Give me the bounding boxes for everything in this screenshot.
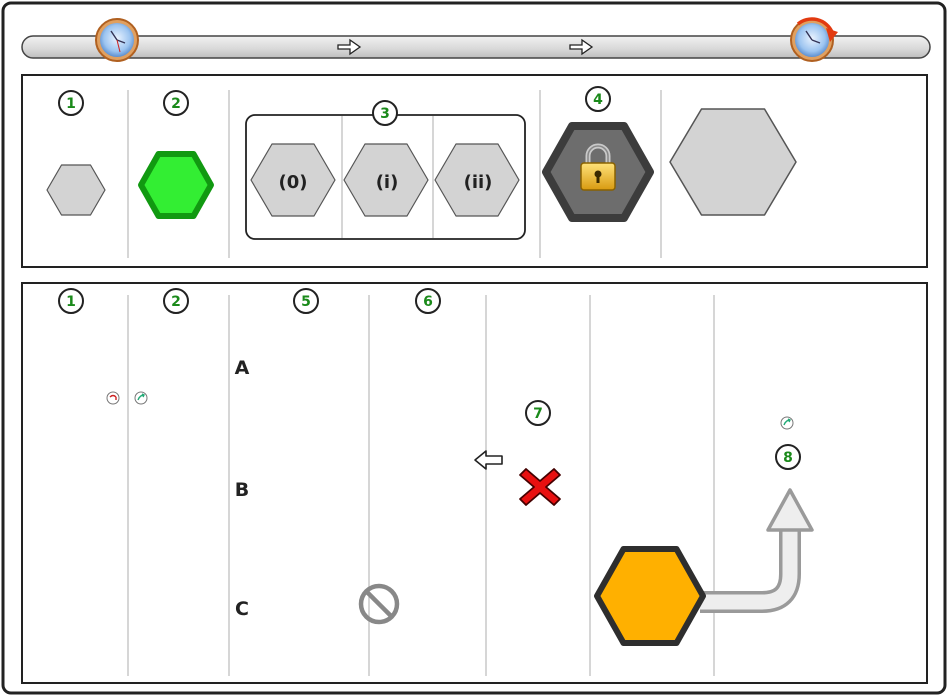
small-arrow-icon <box>106 391 120 405</box>
badge-number: 2 <box>171 96 181 112</box>
badge-step-2: 2 <box>163 90 189 116</box>
variant-label-ii: (ii) <box>464 172 493 193</box>
hexagon-gray-large <box>669 108 797 216</box>
badge-number: 2 <box>171 294 181 310</box>
variant-label-0: (0) <box>279 172 308 193</box>
badge-number: 5 <box>301 294 311 310</box>
badge-step-8: 8 <box>775 444 801 470</box>
row-label-c: C <box>235 598 249 620</box>
badge-number: 4 <box>593 92 603 108</box>
badge-number: 1 <box>66 96 76 112</box>
row-label-a: A <box>235 357 250 379</box>
x-mark-icon <box>519 468 561 506</box>
hexagon-layer-front <box>594 546 706 646</box>
badge-layer: 1 2 3 4 1 2 5 6 7 8 <box>58 86 801 470</box>
right-arrow-icon <box>569 38 594 56</box>
left-arrow-icon <box>474 450 503 470</box>
padlock-icon <box>580 143 616 191</box>
small-arrow-icon <box>134 391 148 405</box>
hexagon-gray-small <box>46 164 106 216</box>
badge-number: 1 <box>66 294 76 310</box>
badge-number: 3 <box>380 106 390 122</box>
curved-up-arrow-icon <box>700 488 814 613</box>
badge-step-2: 2 <box>163 288 189 314</box>
badge-step-6: 6 <box>415 288 441 314</box>
top-panel-dividers <box>127 90 662 258</box>
right-arrow-icon <box>337 38 362 56</box>
badge-step-1: 1 <box>58 288 84 314</box>
badge-number: 6 <box>423 294 433 310</box>
hexagon-variant-ii <box>434 143 520 217</box>
badge-step-3: 3 <box>372 100 398 126</box>
badge-step-5: 5 <box>293 288 319 314</box>
badge-step-7: 7 <box>525 400 551 426</box>
timeline-bar <box>21 17 931 62</box>
badge-step-1: 1 <box>58 90 84 116</box>
row-label-b: B <box>235 479 249 501</box>
hexagon-variant-0 <box>250 143 336 217</box>
hexagon-orange-large <box>594 546 706 646</box>
bottom-panel-dividers <box>127 295 715 676</box>
bottom-panel <box>21 282 928 684</box>
badge-step-4: 4 <box>585 86 611 112</box>
clock-icon <box>95 18 139 62</box>
badge-number: 7 <box>533 406 543 422</box>
hexagon-green <box>138 151 214 219</box>
small-arrow-icon <box>780 416 794 430</box>
badge-number: 8 <box>783 450 793 466</box>
hexagon-variant-i <box>343 143 429 217</box>
no-entry-icon <box>358 583 400 625</box>
variant-label-i: (i) <box>376 172 399 193</box>
clock-refresh-icon <box>790 17 838 62</box>
